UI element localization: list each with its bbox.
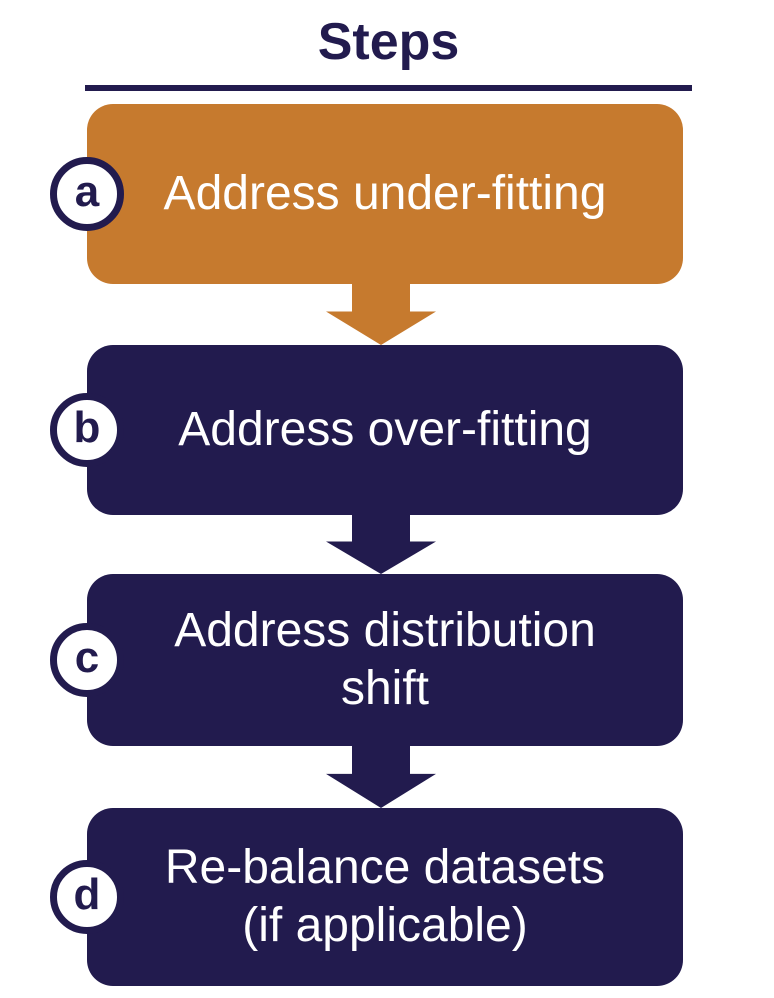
down-arrow-icon-a-to-b <box>326 283 436 345</box>
badge-letter-a: a <box>74 167 100 216</box>
title-underline-rule <box>85 85 692 91</box>
step-label-c-line1: Address distribution <box>174 604 596 658</box>
step-label-b-line1: Address over-fitting <box>178 403 592 457</box>
badge-letter-c: c <box>74 633 100 682</box>
step-box-c: c Address distribution shift <box>50 574 683 746</box>
step-badge-c: c <box>50 623 124 697</box>
step-label-a-line1: Address under-fitting <box>163 167 607 221</box>
step-label-d-line1: Re-balance datasets <box>164 841 606 895</box>
step-badge-a: a <box>50 157 124 231</box>
step-badge-d: d <box>50 860 124 934</box>
down-arrow-icon-c-to-d <box>326 745 436 808</box>
diagram-title: Steps <box>317 13 460 71</box>
step-box-b: b Address over-fitting <box>50 345 683 515</box>
step-box-a: a Address under-fitting <box>50 104 683 284</box>
badge-letter-d: d <box>73 870 101 919</box>
down-arrow-icon-b-to-c <box>326 514 436 574</box>
step-box-d: d Re-balance datasets (if applicable) <box>50 808 683 986</box>
step-label-c-line2: shift <box>340 662 430 715</box>
step-label-d-line2: (if applicable) <box>242 899 528 952</box>
badge-letter-b: b <box>73 403 101 452</box>
step-badge-b: b <box>50 393 124 467</box>
